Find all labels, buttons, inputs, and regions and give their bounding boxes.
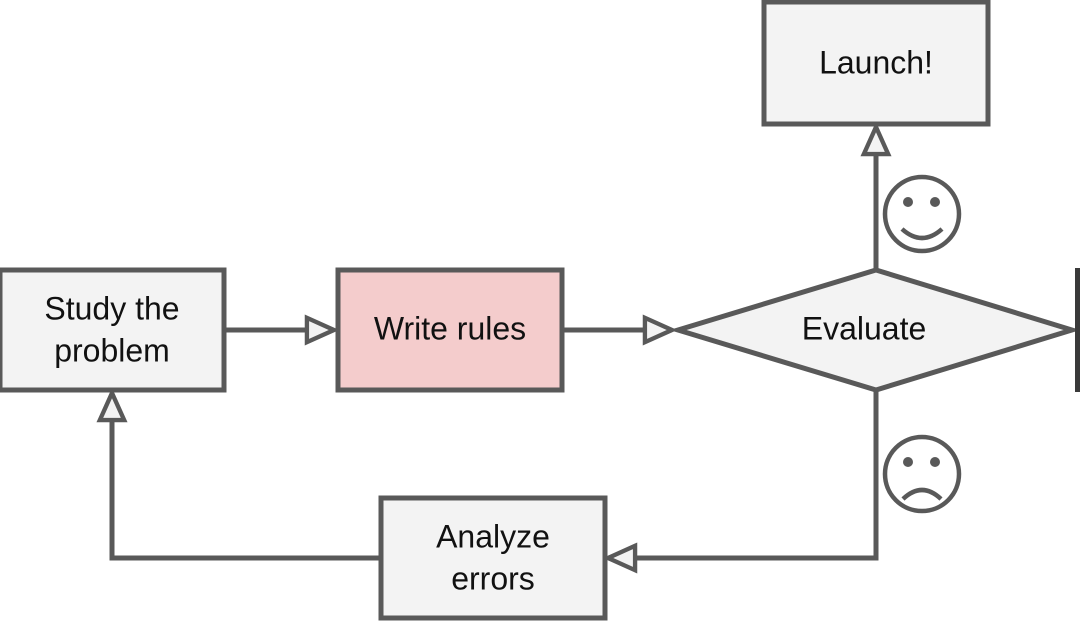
evaluate-label: Evaluate bbox=[802, 310, 927, 346]
analyze-label-line1: Analyze bbox=[436, 518, 550, 554]
evaluate-diamond bbox=[669, 267, 1080, 393]
edge-evaluate-to-analyze bbox=[608, 390, 879, 558]
launch-label: Launch! bbox=[819, 44, 933, 80]
study-box bbox=[0, 267, 227, 393]
study-label-line1: Study the bbox=[44, 290, 179, 326]
node-write-rules: Write rules bbox=[335, 267, 565, 393]
node-evaluate: Evaluate bbox=[669, 267, 1080, 393]
node-analyze-errors: Analyze errors bbox=[378, 495, 608, 621]
edge-analyze-to-study bbox=[112, 393, 380, 561]
edges bbox=[112, 127, 876, 558]
study-label-line2: problem bbox=[54, 332, 170, 368]
write-rules-label: Write rules bbox=[374, 310, 526, 346]
node-study-the-problem: Study the problem bbox=[0, 267, 227, 393]
analyze-box bbox=[378, 495, 608, 621]
smiley-face-icon bbox=[882, 174, 962, 254]
sad-face-icon bbox=[882, 434, 962, 514]
launch-box bbox=[761, 0, 991, 127]
analyze-label-line2: errors bbox=[451, 560, 535, 596]
cropped-edge-fragment bbox=[1075, 268, 1080, 392]
node-launch: Launch! bbox=[761, 0, 991, 127]
write-rules-box bbox=[335, 267, 565, 393]
